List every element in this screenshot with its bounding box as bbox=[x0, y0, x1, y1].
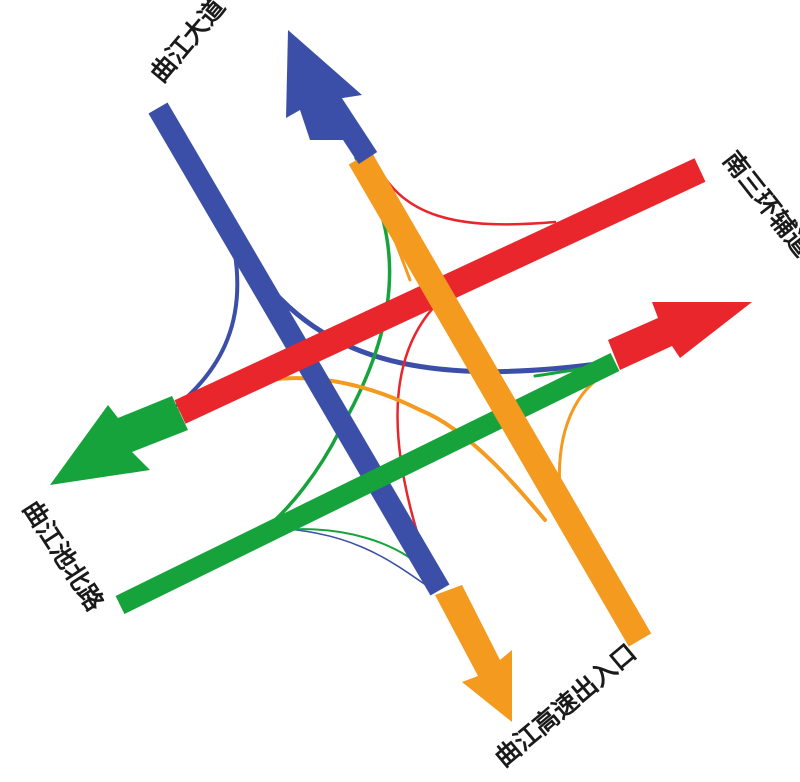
main-roads bbox=[115, 93, 706, 647]
road-green-qujiangchi-north bbox=[115, 353, 620, 614]
arrow-blue-north bbox=[286, 30, 362, 140]
label-qujiangchi-beilu: 曲江池北路 bbox=[17, 495, 110, 616]
road-orange-expressway bbox=[348, 151, 652, 647]
arrow-red-east bbox=[608, 302, 752, 370]
ramp-blue-to-green-west bbox=[176, 236, 240, 407]
label-nansanhuan-fudao: 南三环辅道 bbox=[717, 146, 800, 262]
label-qujiang-dadao: 曲江大道 bbox=[144, 0, 231, 88]
arrow-green-west bbox=[50, 396, 188, 485]
arrow-orange-south bbox=[435, 585, 512, 722]
label-qujiang-expressway-exit: 曲江高速出入口 bbox=[489, 638, 642, 773]
ramp-green-from-blue-north bbox=[256, 156, 392, 537]
road-blue-to-north-arrow bbox=[320, 93, 378, 165]
road-labels: 曲江大道 南三环辅道 曲江池北路 曲江高速出入口 bbox=[17, 0, 800, 773]
arrow-heads bbox=[50, 30, 752, 722]
